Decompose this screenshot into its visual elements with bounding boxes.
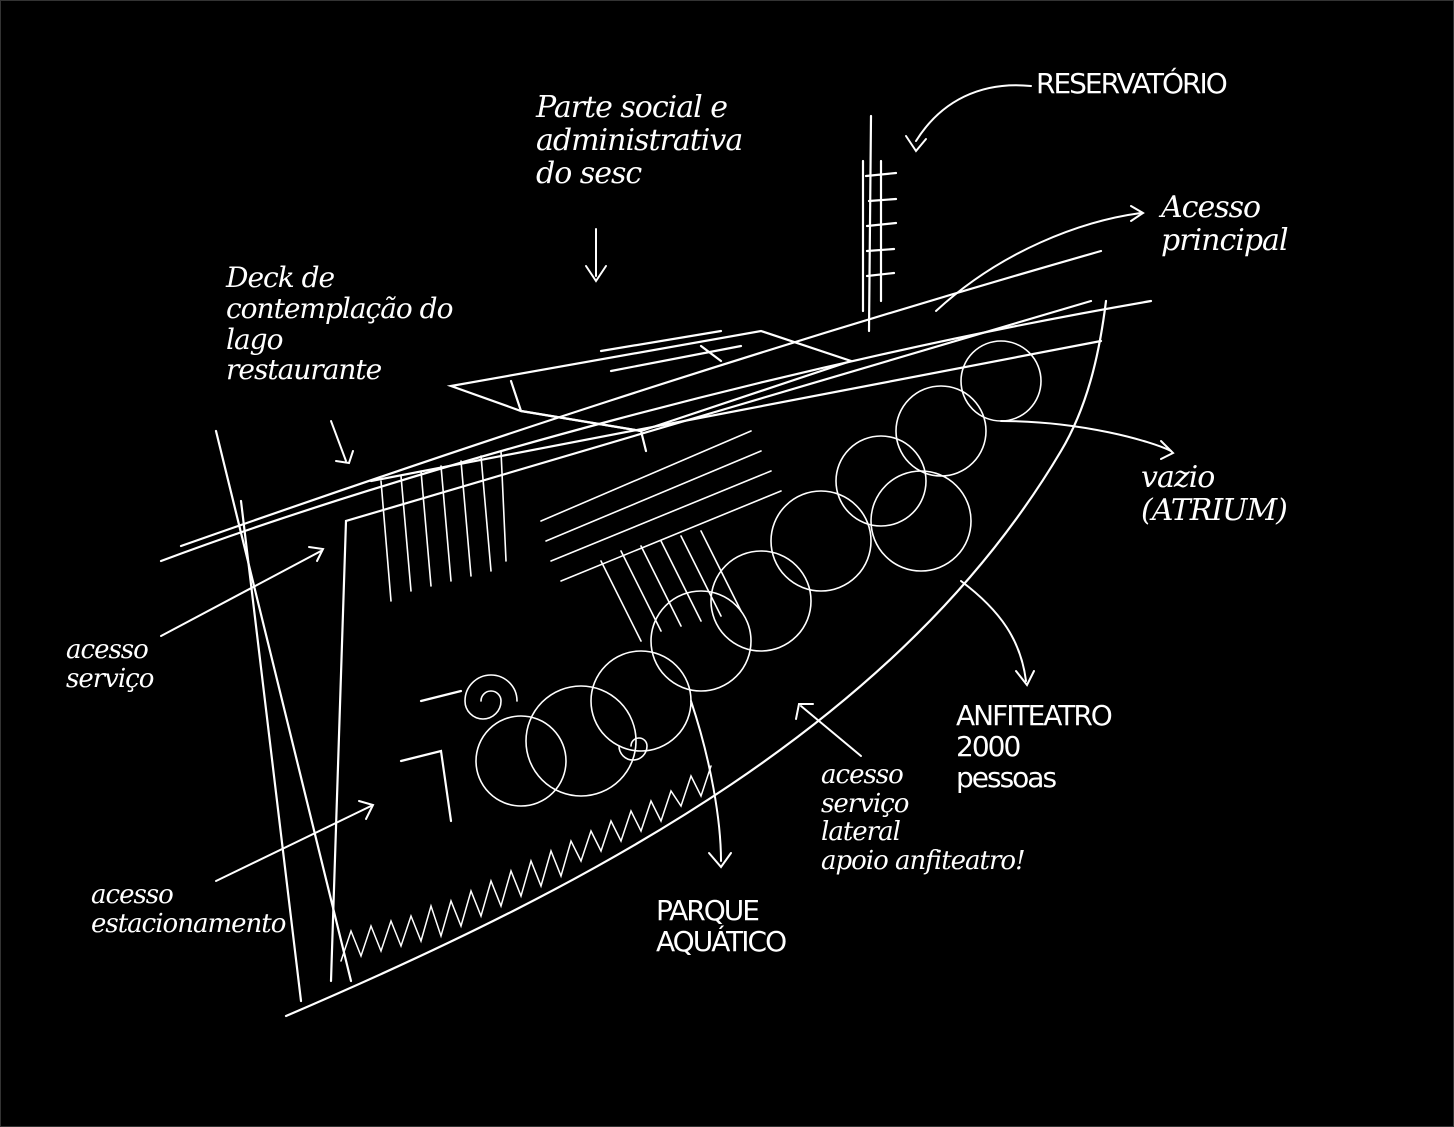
site-outline — [284, 299, 1108, 1018]
annotation-arrows — [160, 84, 1175, 882]
label-deck: Deck de contemplação do lago restaurante — [226, 261, 453, 387]
label-vazio: vazio (ATRIUM) — [1141, 460, 1288, 528]
water-spiral — [464, 674, 518, 720]
upper-edge — [159, 299, 1153, 563]
label-acesso-estacionamento: acesso estacionamento — [91, 880, 286, 939]
reservoir-tower — [861, 159, 898, 313]
label-parque-aquatico: PARQUE AQUÁTICO — [656, 894, 787, 958]
label-parte-social: Parte social e administrativa do sesc — [536, 90, 743, 191]
label-acesso-principal: Acesso principal — [1161, 190, 1289, 258]
admin-block — [446, 329, 855, 433]
zigzag-edge — [340, 765, 712, 962]
site-edge-left — [329, 299, 1093, 983]
amphitheatre-circles — [475, 340, 1042, 807]
label-acesso-servico-lateral: acesso serviço lateral apoio anfiteatro! — [821, 760, 1026, 876]
label-acesso-servico: acesso serviço — [66, 635, 154, 694]
label-reservatorio: RESERVATÓRIO — [1036, 67, 1228, 100]
deck-hatching — [380, 430, 782, 642]
label-anfiteatro: ANFITEATRO 2000 pessoas — [956, 699, 1113, 794]
